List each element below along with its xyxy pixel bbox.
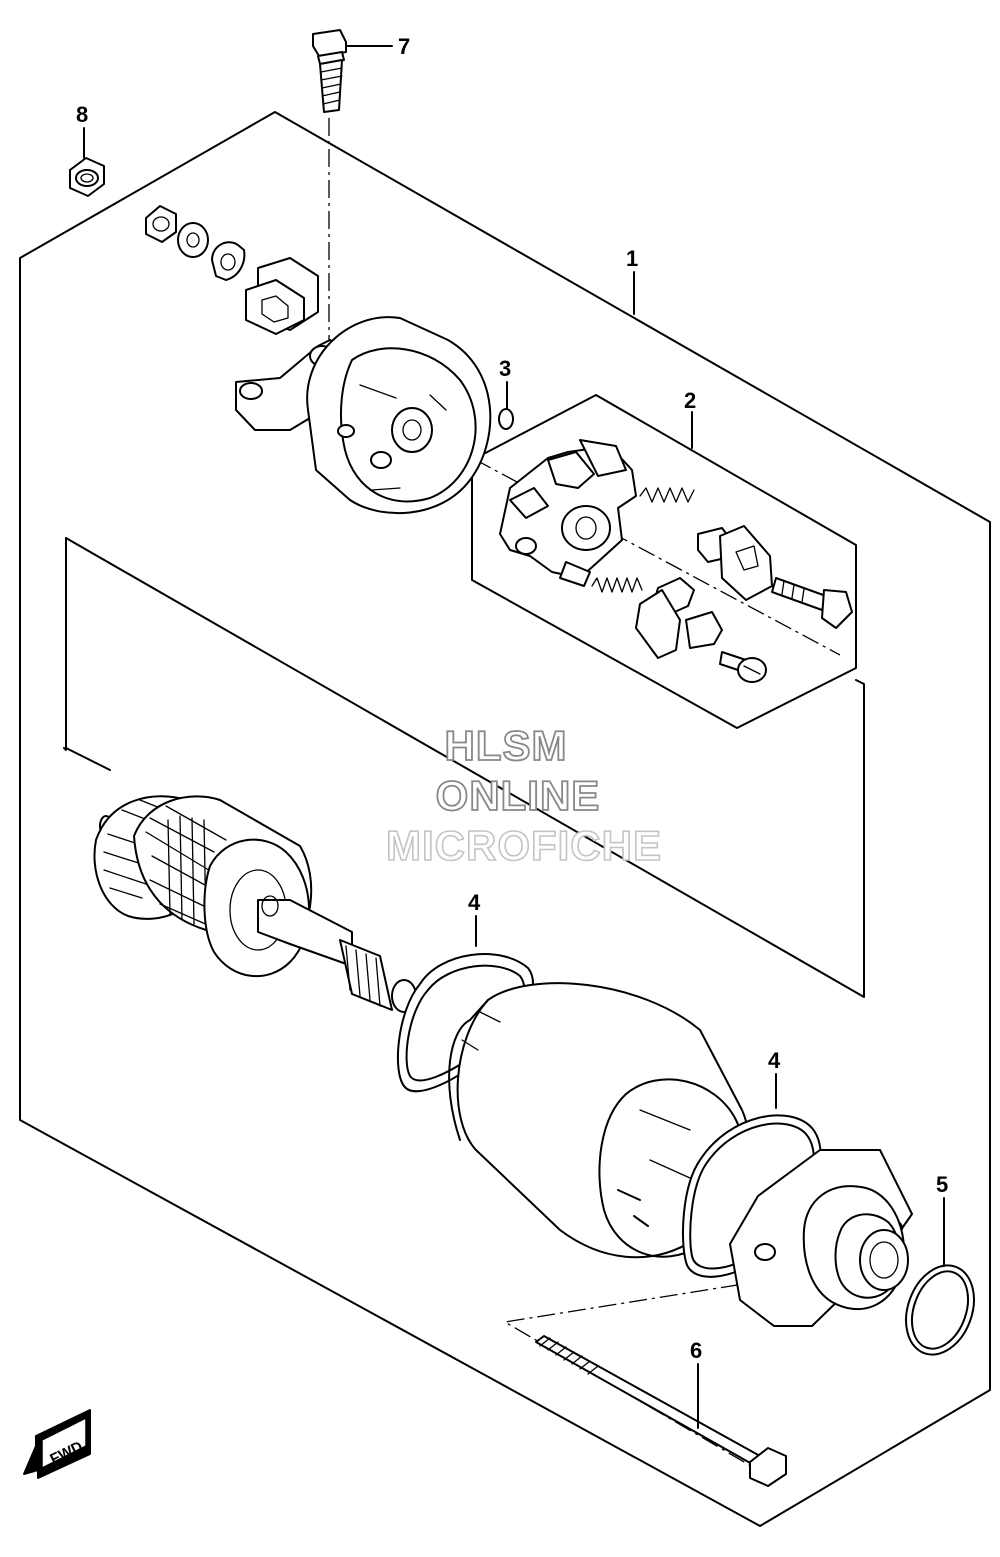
watermark-line2: ONLINE (436, 772, 601, 819)
brush-springs-graphic (591, 487, 695, 593)
washer-stack-graphic (145, 205, 246, 281)
brush-holder-plate-graphic (499, 439, 637, 587)
o-ring-5-graphic (905, 1264, 975, 1356)
callout-1: 1 (626, 246, 638, 271)
fwd-arrow-icon: FWD (23, 1409, 91, 1479)
watermark-line1: HLSM (445, 722, 568, 769)
callout-4-lower: 4 (768, 1048, 781, 1073)
front-bracket-graphic (729, 1149, 913, 1327)
assembly-boundary-outline (19, 111, 991, 1527)
through-bolt-6-graphic (535, 1335, 787, 1487)
o-ring-3-graphic (498, 408, 514, 430)
brushes-graphic (635, 525, 773, 659)
armature-graphic (93, 795, 417, 1013)
callout-3: 3 (499, 356, 511, 381)
callout-8: 8 (76, 102, 88, 127)
brush-holder-group-box (471, 394, 857, 729)
armature-group-box (63, 537, 67, 751)
brush-screw-graphic (719, 651, 767, 683)
center-line-rear-cover (419, 429, 841, 656)
bushing-holder-graphic (245, 257, 319, 335)
bolt-7-graphic (312, 29, 347, 113)
terminal-bolt-graphic (771, 577, 853, 629)
rear-end-cover-graphic (235, 316, 492, 515)
nut-8-graphic (69, 157, 105, 197)
callout-4-upper: 4 (468, 890, 481, 915)
callout-7: 7 (398, 34, 410, 59)
callout-5: 5 (936, 1172, 948, 1197)
watermark-line3: MICROFICHE (386, 822, 662, 869)
callout-2: 2 (684, 388, 696, 413)
callout-6: 6 (690, 1338, 702, 1363)
